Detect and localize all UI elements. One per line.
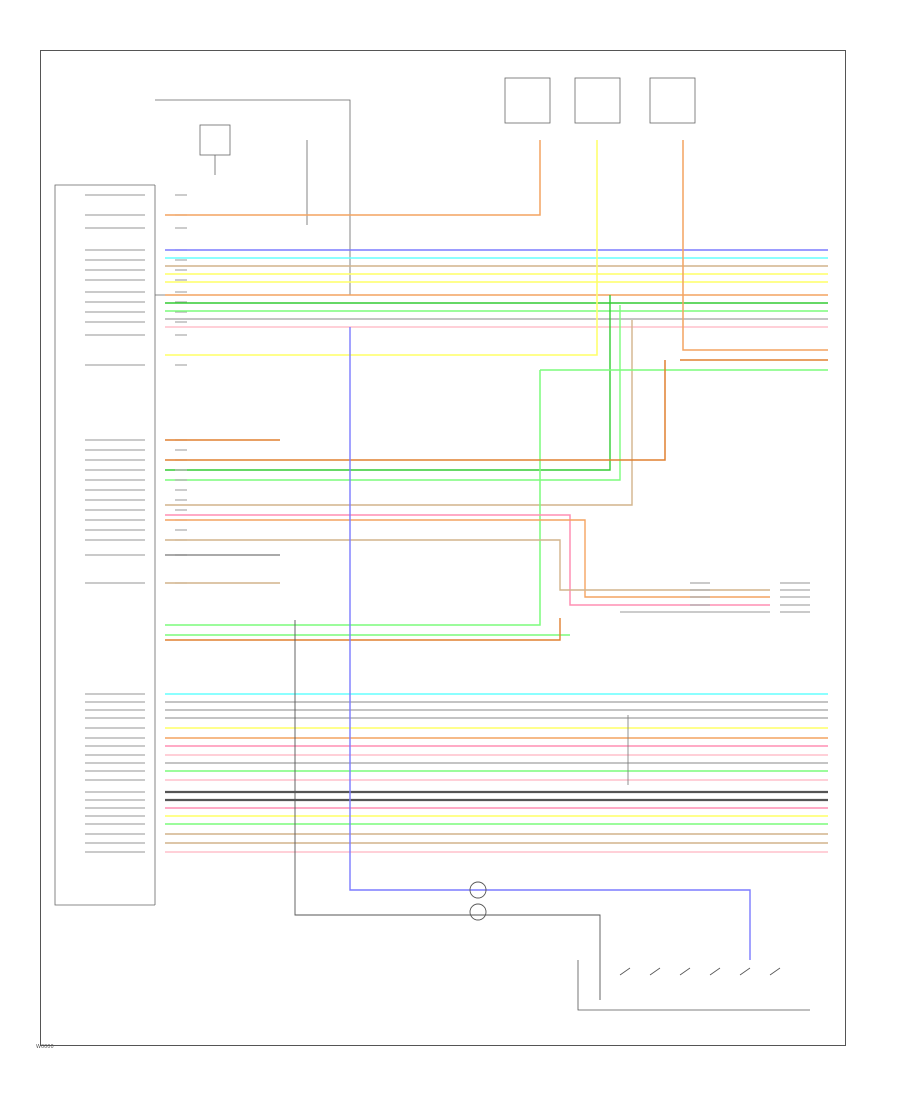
diagram-frame: [40, 50, 846, 1046]
fuse-block-box: [199, 124, 231, 156]
switch-contact: [619, 967, 631, 976]
footer-code: W0000: [36, 1044, 54, 1050]
component-box-2: [574, 77, 621, 124]
wire-ignition: [165, 140, 598, 356]
switch-contact: [679, 967, 691, 976]
switch-outline: [577, 960, 810, 1011]
wire-black: [294, 620, 601, 1000]
switch-contact: [649, 967, 661, 976]
wire: [165, 539, 770, 591]
wire: [165, 514, 770, 606]
wire-tan: [165, 320, 633, 506]
clockspring-connector: [469, 881, 487, 899]
wire: [165, 370, 541, 626]
wire: [165, 618, 561, 641]
component-box-3: [649, 77, 696, 124]
clockspring-connector: [469, 903, 487, 921]
wire-green: [165, 295, 611, 471]
wire-blue: [349, 327, 751, 960]
wire-lightgreen: [165, 305, 621, 481]
component-box-1: [504, 77, 551, 124]
switch-contact: [709, 967, 721, 976]
wire-battery: [165, 140, 541, 216]
switch-contact: [739, 967, 751, 976]
wire-feed: [682, 140, 828, 351]
wire: [165, 519, 770, 598]
wire: [165, 360, 666, 461]
switch-contact: [769, 967, 781, 976]
module-case-outline: [54, 184, 155, 906]
